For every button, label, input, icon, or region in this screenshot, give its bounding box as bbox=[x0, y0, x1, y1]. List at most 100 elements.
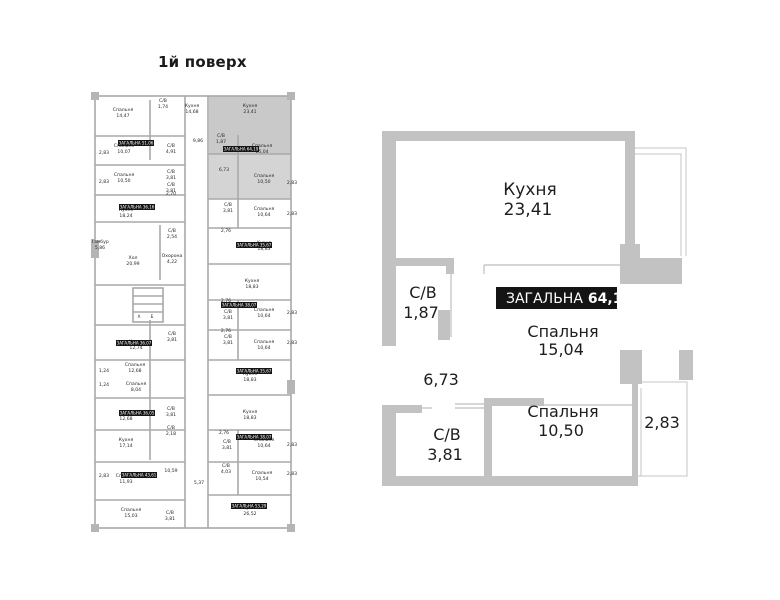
area-badge-bg bbox=[121, 472, 157, 478]
room-area: 3,81 bbox=[167, 337, 177, 343]
room-area: 12,74 bbox=[129, 345, 142, 351]
dimension-value: 2,83 bbox=[287, 211, 297, 217]
room-name: Спальня bbox=[527, 322, 598, 341]
room-name: Спальня bbox=[254, 339, 275, 345]
dimension-value: 2,83 bbox=[287, 310, 297, 316]
room-area: 3,81 bbox=[165, 516, 175, 522]
area-badge-text: ЗАГАЛЬНА 43,61 bbox=[122, 473, 157, 478]
dimension-value: 1,24 bbox=[99, 382, 109, 388]
room-area: 10,64 bbox=[257, 345, 270, 351]
dimension-value: 2,76 bbox=[221, 228, 231, 234]
area-badge-bg bbox=[118, 140, 154, 146]
room-area: 6,73 bbox=[423, 370, 459, 389]
room-area: 11,93 bbox=[119, 479, 132, 485]
room-name: С/В bbox=[167, 143, 175, 149]
room-area: 1,87 bbox=[216, 139, 226, 145]
room-area: 12,68 bbox=[119, 416, 132, 422]
room-area: 10,07 bbox=[117, 149, 130, 155]
stair-mark: А bbox=[138, 314, 141, 319]
room-area: 5,86 bbox=[95, 245, 105, 251]
room-area: 10,64 bbox=[257, 443, 270, 449]
room-name: Спальня bbox=[125, 362, 146, 368]
room-name: С/В bbox=[167, 169, 175, 175]
room-area: 3,81 bbox=[223, 208, 233, 214]
room-name: Кухня bbox=[503, 180, 557, 200]
dimension-value: 10,59 bbox=[164, 468, 177, 474]
room-area: 3,81 bbox=[166, 175, 176, 181]
area-badge-text: ЗАГАЛЬНА 36,16 bbox=[120, 205, 155, 210]
room-name: Спальня bbox=[126, 381, 147, 387]
area-badge-bg bbox=[231, 503, 267, 509]
dimension-value: 2,83 bbox=[99, 150, 109, 156]
area-badge-text: ЗАГАЛЬНА 36,07 bbox=[117, 341, 152, 346]
room-area: 3,81 bbox=[222, 445, 232, 451]
room-name: С/В bbox=[224, 202, 232, 208]
dimension-value: 2,83 bbox=[287, 180, 297, 186]
room-area: 10,64 bbox=[257, 212, 270, 218]
dimension-value: 9,86 bbox=[193, 138, 203, 144]
room-area: 15,04 bbox=[255, 149, 268, 155]
room-area: 14,68 bbox=[185, 109, 198, 115]
room-area: 26,52 bbox=[243, 511, 256, 517]
room-name: С/В bbox=[167, 182, 175, 188]
area-badge-bg bbox=[236, 242, 272, 248]
room-name: С/В bbox=[433, 425, 461, 444]
room-area: 3,81 bbox=[223, 340, 233, 346]
dimension-value: 2,83 bbox=[99, 473, 109, 479]
stair-mark: Б bbox=[151, 314, 154, 319]
room-name: С/В bbox=[222, 463, 230, 469]
room-area: 4,91 bbox=[166, 149, 176, 155]
room-area: 17,14 bbox=[119, 443, 132, 449]
area-badge-text: ЗАГАЛЬНА 38,07 bbox=[222, 303, 257, 308]
room-name: С/В bbox=[168, 331, 176, 337]
room-area: 3,81 bbox=[166, 412, 176, 418]
room-name: С/В bbox=[168, 228, 176, 234]
detail-room-labels: Кухня23,41С/В1,87Спальня15,046,73Спальня… bbox=[403, 180, 680, 464]
room-area: 23,41 bbox=[504, 200, 553, 220]
room-name: Спальня bbox=[254, 206, 275, 212]
area-badge-bg bbox=[221, 302, 257, 308]
room-name: С/В bbox=[224, 334, 232, 340]
room-area: 1,87 bbox=[403, 303, 439, 322]
area-badge-bg bbox=[119, 204, 155, 210]
room-area: 18,83 bbox=[245, 284, 258, 290]
walls bbox=[382, 131, 693, 486]
building-outline bbox=[94, 95, 292, 529]
area-badge-text: ЗАГАЛЬНА 38,07 bbox=[237, 435, 272, 440]
room-name: С/В bbox=[224, 309, 232, 315]
room-name: С/В bbox=[223, 439, 231, 445]
room-area: 3,81 bbox=[427, 445, 463, 464]
dimension-value: 2,83 bbox=[99, 179, 109, 185]
area-badge-text: ЗАГАЛЬНА 64,19 bbox=[224, 147, 259, 152]
dimension-value: 6,73 bbox=[219, 167, 229, 173]
room-name: Спальня bbox=[252, 470, 273, 476]
area-badge-bg bbox=[223, 146, 259, 152]
room-name: Кухня bbox=[245, 278, 260, 284]
room-name: С/В bbox=[409, 283, 437, 302]
room-name: Тамбур bbox=[90, 239, 109, 245]
area-badge-bg bbox=[236, 368, 272, 374]
room-name: Кухня bbox=[119, 437, 134, 443]
dimension-value: 2,70 bbox=[166, 191, 176, 197]
room-name: Охорона bbox=[162, 253, 183, 259]
floor-title: 1й поверх bbox=[158, 53, 247, 71]
area-badge-text: ЗАГАЛЬНА 53,29 bbox=[232, 504, 267, 509]
room-area: 12,68 bbox=[128, 368, 141, 374]
area-badge-bg bbox=[119, 410, 155, 416]
room-name: Спальня bbox=[113, 107, 134, 113]
room-name: С/В bbox=[159, 98, 167, 104]
room-area: 10,54 bbox=[255, 476, 268, 482]
room-area: 8,04 bbox=[131, 387, 141, 393]
dimension-value: 2,76 bbox=[221, 328, 231, 334]
room-area: 10,64 bbox=[257, 313, 270, 319]
dimension-value: 1,24 bbox=[99, 368, 109, 374]
room-name: С/В bbox=[166, 510, 174, 516]
room-area: 3,81 bbox=[166, 188, 176, 194]
balcony-glazing-top bbox=[630, 147, 687, 256]
